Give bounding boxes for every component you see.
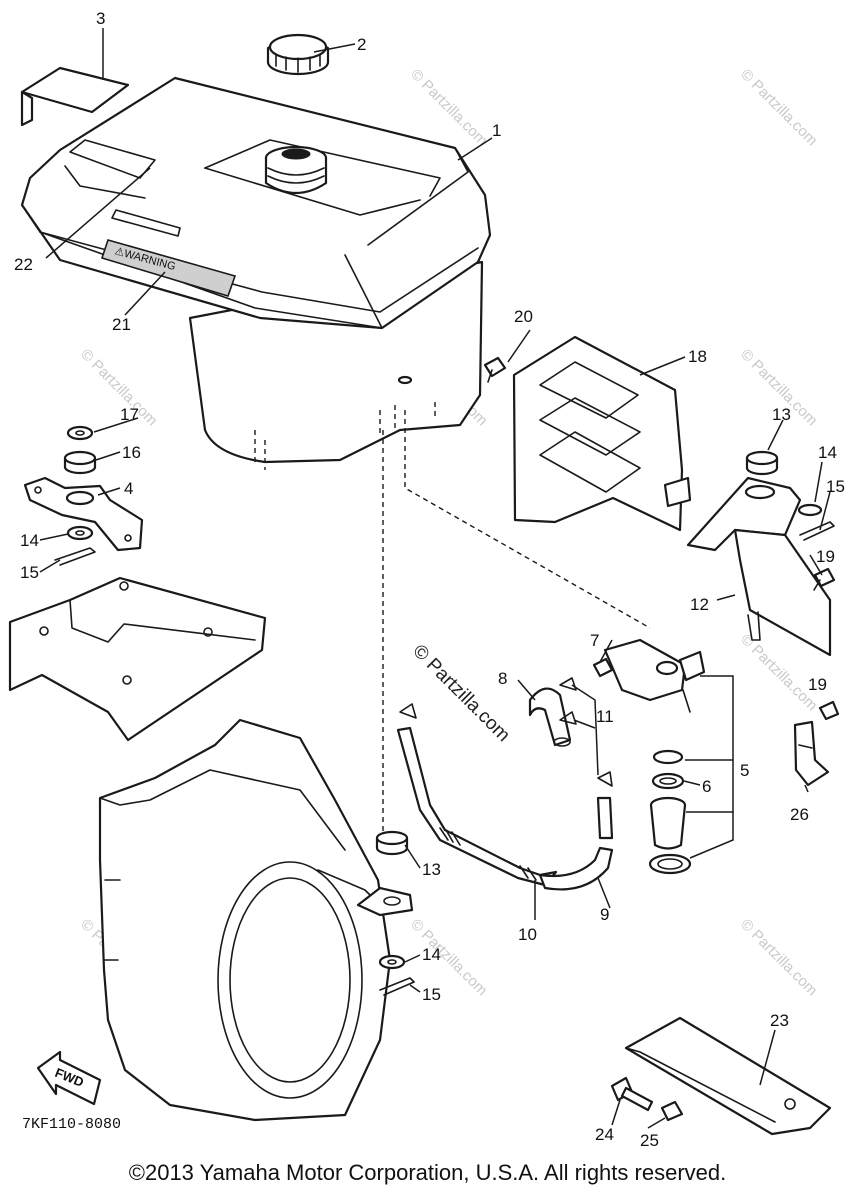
callout-10: 10 [518, 925, 537, 944]
callout-22: 22 [14, 255, 33, 274]
callout-8: 8 [498, 669, 507, 688]
callout-3: 3 [96, 9, 105, 28]
part-15-clip-center [379, 977, 415, 996]
fan-housing [98, 718, 392, 1122]
center-bolt-line [382, 410, 651, 835]
part-14-washer-left [66, 525, 94, 541]
callout-2: 2 [357, 35, 366, 54]
part-26-clamp [793, 720, 830, 787]
part-11-clips [399, 677, 613, 787]
copyright-notice: ©2013 Yamaha Motor Corporation, U.S.A. A… [128, 1160, 727, 1185]
part-14-washer-center [378, 954, 406, 970]
part-12-bracket [686, 476, 832, 657]
callout-19-lower: 19 [808, 675, 827, 694]
part-25-nut [660, 1100, 684, 1122]
callout-16: 16 [122, 443, 141, 462]
shroud-cover [8, 576, 267, 742]
callout-23: 23 [770, 1011, 789, 1030]
part-20-bolt [483, 356, 507, 383]
callout-6: 6 [702, 777, 711, 796]
part-7-screw [592, 657, 614, 678]
part-19-bolt-lower [818, 700, 840, 721]
callout-5: 5 [740, 761, 749, 780]
part-15-clip-left [54, 547, 96, 566]
callout-14-center: 14 [422, 945, 441, 964]
callout-19-upper: 19 [816, 547, 835, 566]
part-17-washer [66, 425, 94, 441]
callout-21: 21 [112, 315, 131, 334]
callout-17: 17 [120, 405, 139, 424]
fuel-filter-cup [648, 796, 692, 875]
fuel-cock-assembly [603, 638, 706, 713]
callout-15-right: 15 [826, 477, 845, 496]
callout-12: 12 [690, 595, 709, 614]
part-9-fuel-line [538, 796, 614, 891]
part-13-grommet-right [745, 450, 779, 476]
watermark-tile: © Partzilla.com [77, 346, 160, 429]
callout-15-left: 15 [20, 563, 39, 582]
callout-15-center: 15 [422, 985, 441, 1004]
callout-9: 9 [600, 905, 609, 924]
callout-1: 1 [492, 121, 501, 140]
callout-14-left: 14 [20, 531, 39, 550]
part-10-fuel-line [396, 726, 558, 887]
parts-diagram: © Partzilla.com © Partzilla.com © Partzi… [8, 9, 845, 1150]
callout-13-center: 13 [422, 860, 441, 879]
center-watermark: © Partzilla.com [408, 641, 513, 746]
callout-25: 25 [640, 1131, 659, 1150]
part-24-bolt [610, 1076, 654, 1112]
part-6-gasket [651, 749, 685, 790]
callout-11: 11 [596, 707, 614, 726]
callout-14-right: 14 [818, 443, 837, 462]
watermark-tile: © Partzilla.com [737, 916, 820, 999]
part-15-clip-right [799, 521, 835, 541]
leader-lines [39, 28, 831, 1129]
watermark-tile: © Partzilla.com [407, 916, 490, 999]
fwd-arrow: FWD [36, 1050, 102, 1106]
part-1-fuel-tank: ⚠WARNING [20, 76, 492, 470]
part-19-bolt-upper [813, 567, 836, 591]
callout-20: 20 [514, 307, 533, 326]
drawing-code: 7KF110-8080 [22, 1116, 121, 1133]
callout-18: 18 [688, 347, 707, 366]
watermark-tile: © Partzilla.com [407, 66, 490, 149]
part-3-bracket [20, 66, 130, 127]
part-18-shield [512, 335, 692, 532]
callout-26: 26 [790, 805, 809, 824]
part-16-grommet [63, 450, 97, 475]
part-14-washer-right [797, 503, 823, 517]
callout-4: 4 [124, 479, 133, 498]
part-2-fuel-cap [266, 33, 330, 76]
part-4-bracket [23, 476, 144, 552]
watermark-tile: © Partzilla.com [737, 66, 820, 149]
part-23-cover [624, 1016, 832, 1136]
part-13-grommet-center [356, 830, 414, 917]
part-8-hose [528, 687, 572, 747]
callout-labels: 3 2 1 22 21 20 18 17 16 4 14 15 13 14 15… [14, 9, 845, 1150]
callout-7: 7 [590, 631, 599, 650]
callout-24: 24 [595, 1125, 614, 1144]
callout-13-right: 13 [772, 405, 791, 424]
